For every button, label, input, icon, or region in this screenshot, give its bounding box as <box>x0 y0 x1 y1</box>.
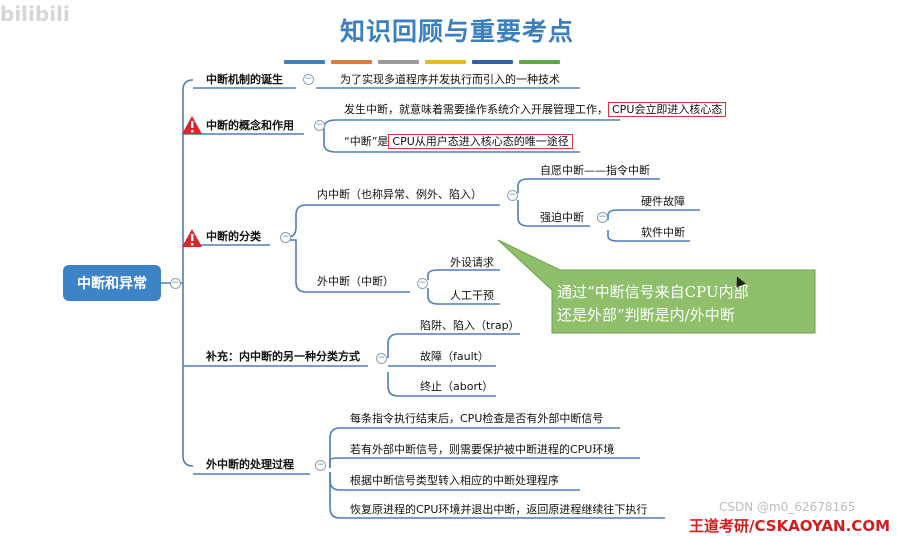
manual-intervention-label: 人工干预 <box>450 289 494 302</box>
root-node: 中断和异常 <box>63 265 161 301</box>
handling-step-2: 若有外部中断信号，则需要保护被中断进程的CPU环境 <box>350 443 615 456</box>
abort-label: 终止（abort） <box>420 380 494 393</box>
forced-interrupt-label: 强迫中断 <box>540 211 584 224</box>
callout-line-1: 通过“中断信号来自CPU内部 <box>557 283 749 301</box>
callout-line-2: 还是外部”判断是内/外中断 <box>557 306 735 324</box>
internal-interrupt-label: 内中断（也称异常、例外、陷入） <box>317 188 482 201</box>
callout-shape <box>497 239 816 334</box>
supplement-collapse-icon[interactable]: − <box>376 353 387 364</box>
concept-item-1-highlight: CPU会立即进入核心态 <box>608 102 727 117</box>
blog-watermark: CSDN @m0_62678165 <box>719 500 856 514</box>
external-collapse-icon[interactable]: − <box>417 278 428 289</box>
handling-step-1: 每条指令执行结束后，CPU检查是否有外部中断信号 <box>350 412 604 425</box>
hardware-fault-label: 硬件故障 <box>641 195 685 208</box>
concept-item-1-text: 发生中断，就意味着需要操作系统介入开展管理工作， <box>344 103 608 116</box>
external-interrupt-label: 外中断（中断） <box>317 275 394 288</box>
trap-label: 陷阱、陷入（trap） <box>420 319 520 332</box>
internal-collapse-icon[interactable]: − <box>507 190 518 201</box>
branch-classification-label: 中断的分类 <box>206 230 261 243</box>
color-bar-1 <box>284 60 325 64</box>
origin-collapse-icon[interactable]: − <box>303 74 314 85</box>
color-bar-3 <box>378 60 419 64</box>
voluntary-interrupt-label: 自愿中断——指令中断 <box>540 164 650 177</box>
brand-footer: 王道考研/CSKAOYAN.COM <box>689 517 890 535</box>
color-bar-4 <box>425 60 466 64</box>
callout-note: 通过“中断信号来自CPU内部 还是外部”判断是内/外中断 <box>557 281 815 327</box>
color-bar-5 <box>472 60 513 64</box>
origin-detail: 为了实现多道程序并发执行而引入的一种技术 <box>340 73 560 86</box>
concept-collapse-icon[interactable]: − <box>314 120 325 131</box>
fault-label: 故障（fault） <box>420 350 489 363</box>
peripheral-request-label: 外设请求 <box>450 256 494 269</box>
software-interrupt-label: 软件中断 <box>641 226 685 239</box>
concept-item-2-text: “中断”是 <box>344 135 389 148</box>
warning-icon <box>182 229 202 247</box>
concept-item-1: 发生中断，就意味着需要操作系统介入开展管理工作，CPU会立即进入核心态 <box>344 102 727 117</box>
color-bar-2 <box>331 60 372 64</box>
warning-icon <box>182 116 202 134</box>
classification-collapse-icon[interactable]: − <box>280 232 291 243</box>
root-collapse-icon[interactable]: − <box>170 278 181 289</box>
forced-collapse-icon[interactable]: − <box>597 212 608 223</box>
branch-handling-label: 外中断的处理过程 <box>206 458 294 471</box>
handling-collapse-icon[interactable]: − <box>315 460 326 471</box>
branch-concept-label: 中断的概念和作用 <box>206 119 294 132</box>
color-bar-6 <box>519 60 560 64</box>
bilibili-watermark: bilibili <box>0 2 70 26</box>
branch-supplement-label: 补充：内中断的另一种分类方式 <box>206 350 360 363</box>
concept-item-2-highlight: CPU从用户态进入核心态的唯一途径 <box>388 134 573 149</box>
branch-origin-label: 中断机制的诞生 <box>206 73 283 86</box>
page-title: 知识回顾与重要考点 <box>339 17 574 46</box>
handling-step-4: 恢复原进程的CPU环境并退出中断，返回原进程继续往下执行 <box>350 503 648 516</box>
handling-step-3: 根据中断信号类型转入相应的中断处理程序 <box>350 474 559 487</box>
